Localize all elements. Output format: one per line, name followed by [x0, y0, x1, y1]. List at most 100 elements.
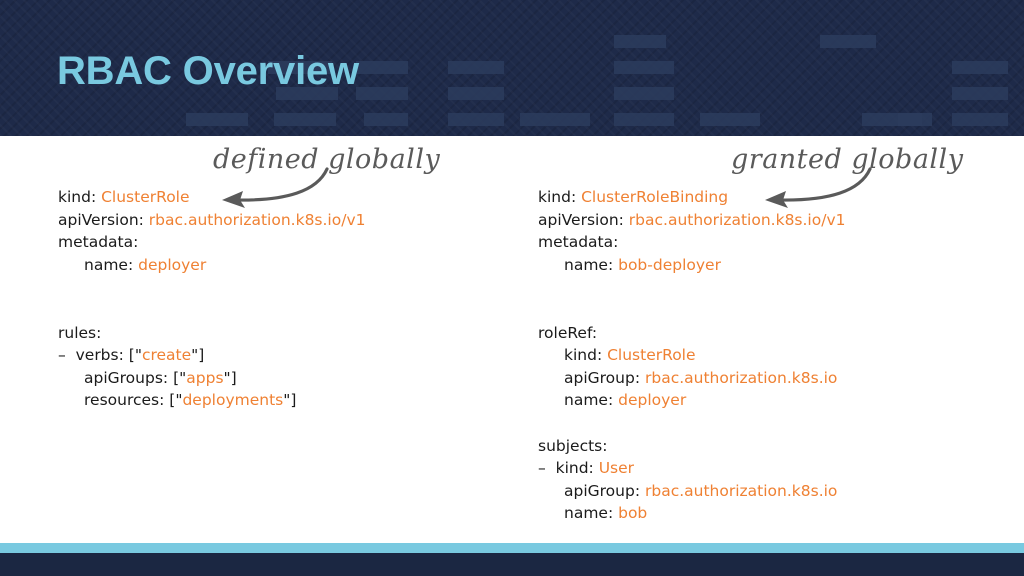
yaml-key: name:	[84, 255, 139, 274]
yaml-line: metadata:	[58, 231, 365, 254]
yaml-blank-line	[58, 299, 365, 322]
yaml-punct: [	[128, 346, 135, 365]
yaml-blank-line	[58, 276, 365, 299]
yaml-key: name:	[564, 391, 619, 410]
yaml-value: rbac.authorization.k8s.io/v1	[148, 210, 366, 229]
yaml-line: apiVersion: rbac.authorization.k8s.io/v1	[58, 209, 365, 232]
header-block	[614, 87, 674, 100]
yaml-line: kind: ClusterRole	[58, 186, 365, 209]
yaml-value: ClusterRole	[607, 346, 696, 365]
header-block	[700, 113, 760, 126]
yaml-line: resources: ["deployments"]	[58, 389, 365, 412]
header-block	[268, 61, 332, 74]
slide-header: RBAC Overview	[0, 0, 1024, 136]
header-block	[614, 113, 674, 126]
yaml-key: apiGroup:	[564, 481, 645, 500]
yaml-line: – kind: User	[538, 457, 845, 480]
yaml-punct: [	[173, 368, 180, 387]
yaml-line: roleRef:	[538, 322, 845, 345]
yaml-key: kind:	[564, 346, 608, 365]
header-block	[820, 35, 876, 48]
yaml-value: create	[141, 346, 192, 365]
header-block	[520, 113, 590, 126]
yaml-line: apiVersion: rbac.authorization.k8s.io/v1	[538, 209, 845, 232]
yaml-blank-line	[538, 276, 845, 299]
yaml-value: deployer	[618, 391, 687, 410]
yaml-punct: "	[283, 391, 291, 410]
yaml-key: metadata:	[538, 233, 619, 252]
header-block	[898, 113, 932, 126]
arrow-to-clusterrole-icon	[222, 167, 329, 208]
header-block	[952, 87, 1008, 100]
yaml-line: – verbs: ["create"]	[58, 344, 365, 367]
yaml-line: kind: ClusterRoleBinding	[538, 186, 845, 209]
yaml-key: apiVersion:	[538, 210, 629, 229]
yaml-key: name:	[564, 255, 619, 274]
yaml-key: subjects:	[538, 436, 608, 455]
yaml-line: apiGroup: rbac.authorization.k8s.io	[538, 367, 845, 390]
header-block	[276, 87, 338, 100]
yaml-line: kind: ClusterRole	[538, 344, 845, 367]
yaml-key: apiGroup:	[564, 368, 645, 387]
yaml-key: rules:	[58, 323, 102, 342]
header-block	[356, 61, 408, 74]
yaml-line: name: bob	[538, 502, 845, 525]
yaml-value: rbac.authorization.k8s.io	[644, 368, 838, 387]
header-block	[364, 113, 408, 126]
yaml-value: rbac.authorization.k8s.io	[644, 481, 838, 500]
yaml-key: – kind:	[538, 459, 599, 478]
header-block	[274, 113, 336, 126]
yaml-punct: "	[223, 368, 231, 387]
yaml-punct: ]	[290, 391, 297, 410]
header-block	[952, 113, 1008, 126]
header-block	[448, 113, 504, 126]
yaml-key: resources:	[84, 391, 170, 410]
annotation-granted-globally: granted globally	[731, 144, 964, 175]
page-title: RBAC Overview	[57, 49, 359, 93]
header-block	[952, 61, 1008, 74]
yaml-key: – verbs:	[58, 346, 129, 365]
arrow-to-clusterrolebinding-icon	[765, 167, 872, 208]
yaml-punct: "	[134, 346, 142, 365]
yaml-value: deployer	[138, 255, 207, 274]
yaml-line: apiGroup: rbac.authorization.k8s.io	[538, 480, 845, 503]
yaml-punct: [	[169, 391, 176, 410]
footer-accent-stripe	[0, 543, 1024, 553]
yaml-line: metadata:	[538, 231, 845, 254]
header-block	[448, 87, 504, 100]
yaml-line: apiGroups: ["apps"]	[58, 367, 365, 390]
yaml-punct: "	[191, 346, 199, 365]
yaml-punct: ]	[198, 346, 205, 365]
footer-bar	[0, 553, 1024, 576]
yaml-value: bob	[618, 504, 648, 523]
yaml-line: name: deployer	[58, 254, 365, 277]
yaml-punct: ]	[230, 368, 237, 387]
yaml-blank-line	[538, 412, 845, 435]
yaml-key: name:	[564, 504, 619, 523]
yaml-line: name: bob-deployer	[538, 254, 845, 277]
yaml-line: rules:	[58, 322, 365, 345]
yaml-key: apiVersion:	[58, 210, 149, 229]
slide-content	[0, 136, 1024, 543]
header-block	[186, 113, 248, 126]
yaml-key: kind:	[538, 188, 582, 206]
yaml-key: roleRef:	[538, 323, 598, 342]
yaml-value: rbac.authorization.k8s.io/v1	[628, 210, 846, 229]
yaml-punct: "	[179, 368, 187, 387]
header-block	[356, 87, 408, 100]
yaml-key: metadata:	[58, 233, 139, 252]
yaml-value: User	[598, 459, 635, 478]
yaml-value: apps	[186, 368, 224, 387]
yaml-punct: "	[175, 391, 183, 410]
yaml-line: subjects:	[538, 435, 845, 458]
yaml-value: deployments	[182, 391, 284, 410]
yaml-blank-line	[538, 299, 845, 322]
yaml-value: ClusterRole	[101, 188, 190, 206]
yaml-line: name: deployer	[538, 389, 845, 412]
yaml-key: apiGroups:	[84, 368, 174, 387]
yaml-value: bob-deployer	[618, 255, 721, 274]
header-block	[614, 35, 666, 48]
header-block	[448, 61, 504, 74]
